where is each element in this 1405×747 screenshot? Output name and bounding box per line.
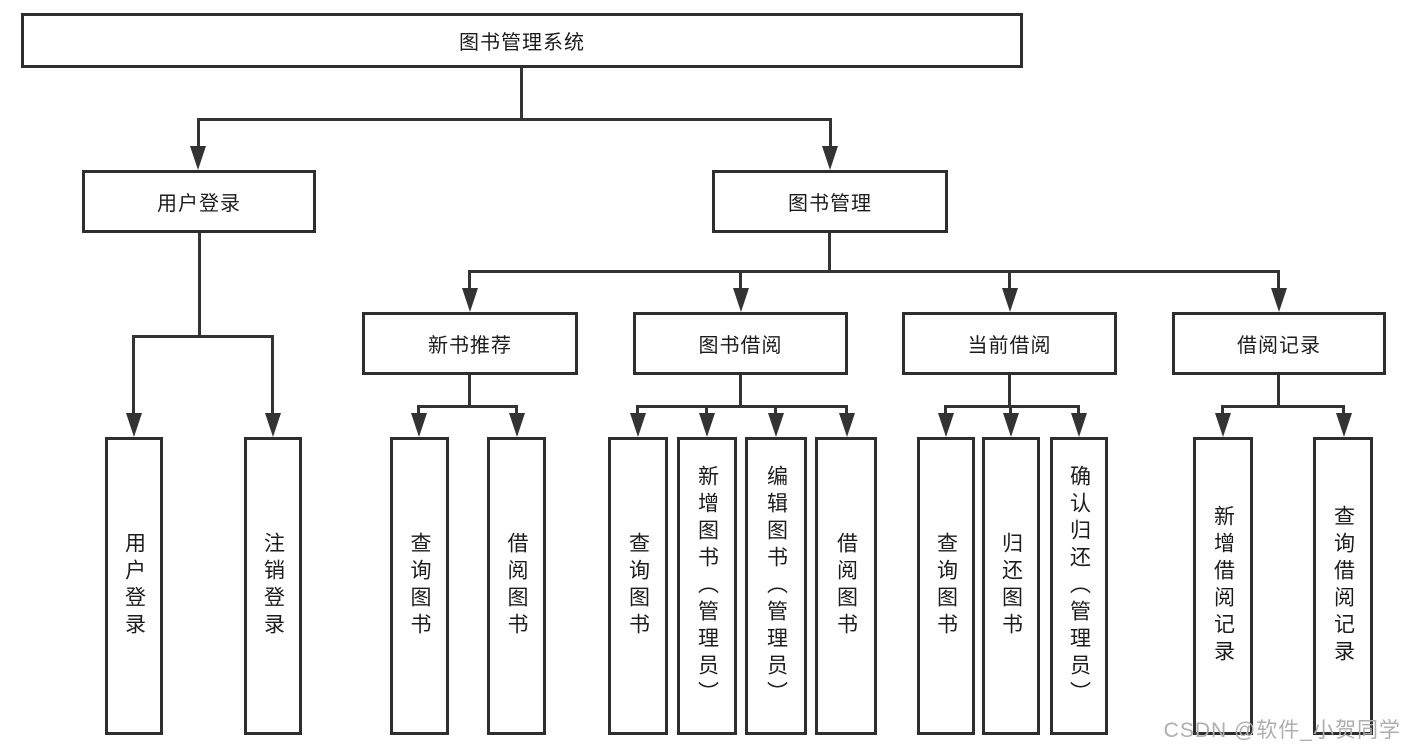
leaf-bb-query-books: 查询图书 bbox=[608, 437, 668, 735]
node-new-book-recommendation: 新书推荐 bbox=[362, 312, 578, 375]
leaf-nbr-query-books: 查询图书 bbox=[390, 437, 449, 735]
connector-vline bbox=[515, 405, 518, 415]
leaf-bb-borrow-books: 借阅图书 bbox=[815, 437, 877, 735]
connector-vline bbox=[1277, 270, 1280, 290]
leaf-user-login: 用户登录 bbox=[105, 437, 163, 735]
connector-hline bbox=[944, 405, 1080, 408]
connector-vline bbox=[468, 270, 471, 290]
connector-vline bbox=[1008, 270, 1011, 290]
connector-vline bbox=[845, 405, 848, 415]
arrow-head bbox=[1003, 413, 1019, 437]
connector-vline bbox=[774, 405, 777, 415]
arrow-head bbox=[411, 413, 427, 437]
connector-vline bbox=[468, 375, 471, 405]
arrow-head bbox=[839, 413, 855, 437]
leaf-cb-return-books: 归还图书 bbox=[982, 437, 1040, 735]
connector-vline bbox=[1277, 375, 1280, 405]
connector-vline bbox=[417, 405, 420, 415]
connector-vline bbox=[739, 375, 742, 405]
leaf-cb-query-books: 查询图书 bbox=[917, 437, 975, 735]
arrow-head bbox=[1271, 288, 1287, 312]
arrow-head bbox=[509, 413, 525, 437]
arrow-head bbox=[733, 288, 749, 312]
arrow-head bbox=[1002, 288, 1018, 312]
arrow-head bbox=[462, 288, 478, 312]
connector-vline bbox=[271, 335, 274, 415]
arrow-head bbox=[265, 413, 281, 437]
connector-vline bbox=[1342, 405, 1345, 415]
connector-vline bbox=[944, 405, 947, 415]
leaf-cb-confirm-return-admin: 确认归还（管理员） bbox=[1050, 437, 1108, 735]
arrow-head bbox=[822, 146, 838, 170]
connector-vline bbox=[1077, 405, 1080, 415]
connector-vline bbox=[1009, 405, 1012, 415]
connector-vline bbox=[705, 405, 708, 415]
arrow-head bbox=[630, 413, 646, 437]
leaf-br-add-borrow-record: 新增借阅记录 bbox=[1193, 437, 1253, 735]
connector-hline bbox=[417, 405, 518, 408]
connector-vline bbox=[739, 270, 742, 290]
connector-vline bbox=[520, 68, 523, 118]
node-book-borrowing: 图书借阅 bbox=[633, 312, 848, 375]
leaf-bb-add-books-admin: 新增图书（管理员） bbox=[677, 437, 737, 735]
arrow-head bbox=[126, 413, 142, 437]
node-current-borrowing: 当前借阅 bbox=[902, 312, 1117, 375]
connector-hline bbox=[636, 405, 848, 408]
connector-vline bbox=[1221, 405, 1224, 415]
connector-vline bbox=[1008, 375, 1011, 405]
connector-hline bbox=[1221, 405, 1345, 408]
arrow-head bbox=[699, 413, 715, 437]
leaf-br-query-borrow-record: 查询借阅记录 bbox=[1313, 437, 1373, 735]
connector-vline bbox=[829, 118, 832, 148]
leaf-bb-edit-books-admin: 编辑图书（管理员） bbox=[745, 437, 807, 735]
connector-hline bbox=[197, 118, 832, 121]
connector-vline bbox=[636, 405, 639, 415]
leaf-nbr-borrow-books: 借阅图书 bbox=[487, 437, 546, 735]
arrow-head bbox=[768, 413, 784, 437]
leaf-logout: 注销登录 bbox=[244, 437, 302, 735]
connector-vline bbox=[132, 335, 135, 415]
arrow-head bbox=[938, 413, 954, 437]
connector-vline bbox=[197, 118, 200, 148]
node-user-login: 用户登录 bbox=[82, 170, 316, 233]
node-book-management-system: 图书管理系统 bbox=[21, 13, 1023, 68]
csdn-watermark: CSDN @软件_小贺同学 bbox=[1163, 719, 1401, 742]
connector-hline bbox=[468, 270, 1280, 273]
arrow-head bbox=[190, 146, 206, 170]
connector-vline bbox=[828, 233, 831, 270]
arrow-head bbox=[1336, 413, 1352, 437]
connector-hline bbox=[132, 335, 274, 338]
arrow-head bbox=[1071, 413, 1087, 437]
node-borrowing-records: 借阅记录 bbox=[1172, 312, 1386, 375]
arrow-head bbox=[1215, 413, 1231, 437]
node-book-management: 图书管理 bbox=[712, 170, 948, 233]
connector-vline bbox=[198, 233, 201, 335]
